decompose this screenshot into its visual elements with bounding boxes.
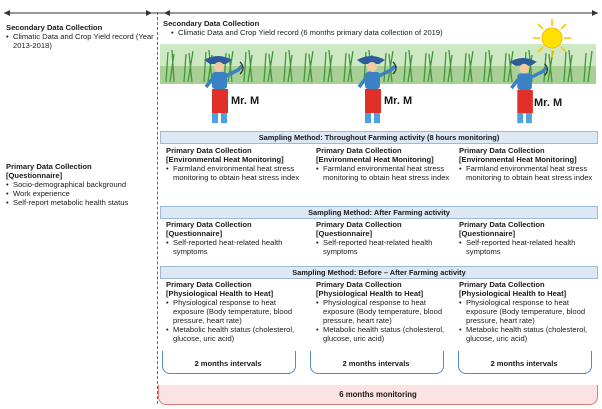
cell-item: Physiological response to heat exposure … bbox=[166, 298, 306, 326]
interval-label: 2 months intervals bbox=[342, 359, 410, 368]
cell-subtitle: [Environmental Heat Monitoring] bbox=[459, 154, 577, 164]
arrow-left-icon bbox=[4, 10, 10, 16]
interval-label: 2 months intervals bbox=[194, 359, 262, 368]
farmer-icon bbox=[204, 56, 244, 123]
farmer-icon bbox=[509, 57, 549, 124]
sun-icon bbox=[533, 19, 571, 57]
farmer-label: Mr. M bbox=[231, 95, 260, 107]
farmer-label: Mr. M bbox=[384, 95, 413, 107]
cell-item: Farmland environmental heat stress monit… bbox=[166, 164, 306, 183]
cell-subtitle: [Environmental Heat Monitoring] bbox=[166, 154, 284, 164]
questionnaire-cell: Primary Data Collection [Questionnaire] … bbox=[166, 220, 306, 257]
cell-subtitle: [Environmental Heat Monitoring] bbox=[316, 154, 434, 164]
left-primary-item: Socio-demographical background bbox=[6, 180, 154, 190]
questionnaire-cell: Primary Data Collection [Questionnaire] … bbox=[316, 220, 456, 257]
cell-title: Primary Data Collection bbox=[316, 146, 402, 155]
interval-brace bbox=[458, 351, 592, 374]
left-secondary-title: Secondary Data Collection bbox=[6, 23, 103, 32]
cell-title: Primary Data Collection bbox=[316, 280, 402, 289]
column-divider bbox=[157, 12, 159, 404]
sampling-banner-throughout: Sampling Method: Throughout Farming acti… bbox=[160, 131, 598, 144]
cell-title: Primary Data Collection bbox=[166, 146, 252, 155]
cell-title: Primary Data Collection bbox=[316, 220, 402, 229]
timeline-arrow bbox=[4, 10, 598, 16]
env-monitoring-cell: Primary Data Collection [Environmental H… bbox=[316, 146, 456, 183]
cell-title: Primary Data Collection bbox=[459, 220, 545, 229]
cell-item: Physiological response to heat exposure … bbox=[316, 298, 456, 326]
cell-item: Metabolic health status (cholesterol, gl… bbox=[316, 325, 456, 344]
sampling-banner-after: Sampling Method: After Farming activity bbox=[160, 206, 598, 219]
env-monitoring-cell: Primary Data Collection [Environmental H… bbox=[166, 146, 306, 183]
left-primary-section: Primary Data Collection [Questionnaire] … bbox=[6, 162, 154, 208]
questionnaire-cell: Primary Data Collection [Questionnaire] … bbox=[459, 220, 599, 257]
cell-title: Primary Data Collection bbox=[166, 280, 252, 289]
interval-brace bbox=[310, 351, 444, 374]
left-primary-title: Primary Data Collection bbox=[6, 162, 92, 171]
cell-item: Metabolic health status (cholesterol, gl… bbox=[166, 325, 306, 344]
env-monitoring-cell: Primary Data Collection [Environmental H… bbox=[459, 146, 599, 183]
interval-label: 2 months intervals bbox=[490, 359, 558, 368]
monitoring-duration-box: 6 months monitoring bbox=[158, 385, 598, 405]
cell-item: Self-reported heat-related health sympto… bbox=[459, 238, 599, 257]
cell-item: Physiological response to heat exposure … bbox=[459, 298, 599, 326]
cell-item: Farmland environmental heat stress monit… bbox=[459, 164, 599, 183]
interval-brace bbox=[162, 351, 296, 374]
farmer-label: Mr. M bbox=[534, 97, 563, 109]
cell-item: Metabolic health status (cholesterol, gl… bbox=[459, 325, 599, 344]
cell-subtitle: [Questionnaire] bbox=[459, 228, 516, 238]
cell-subtitle: [Physiological Health to Heat] bbox=[316, 288, 424, 298]
left-primary-subtitle: [Questionnaire] bbox=[6, 170, 63, 180]
left-secondary-item: Climatic Data and Crop Yield record (Yea… bbox=[6, 32, 154, 51]
cell-title: Primary Data Collection bbox=[459, 146, 545, 155]
left-secondary-section: Secondary Data Collection Climatic Data … bbox=[6, 23, 154, 51]
cell-title: Primary Data Collection bbox=[166, 220, 252, 229]
cell-item: Farmland environmental heat stress monit… bbox=[316, 164, 456, 183]
farmer-icon bbox=[357, 56, 397, 123]
cell-title: Primary Data Collection bbox=[459, 280, 545, 289]
left-primary-item: Work experience bbox=[6, 189, 154, 199]
sampling-banner-before-after: Sampling Method: Before – After Farming … bbox=[160, 266, 598, 279]
right-secondary-item: Climatic Data and Crop Yield record (6 m… bbox=[171, 28, 583, 38]
physiological-cell: Primary Data Collection [Physiological H… bbox=[459, 280, 599, 344]
cell-subtitle: [Questionnaire] bbox=[166, 228, 223, 238]
cell-subtitle: [Questionnaire] bbox=[316, 228, 373, 238]
physiological-cell: Primary Data Collection [Physiological H… bbox=[316, 280, 456, 344]
cell-subtitle: [Physiological Health to Heat] bbox=[166, 288, 274, 298]
cell-item: Self-reported heat-related health sympto… bbox=[316, 238, 456, 257]
right-secondary-title: Secondary Data Collection bbox=[163, 19, 260, 28]
right-secondary-section: Secondary Data Collection Climatic Data … bbox=[163, 19, 583, 38]
physiological-cell: Primary Data Collection [Physiological H… bbox=[166, 280, 306, 344]
cell-item: Self-reported heat-related health sympto… bbox=[166, 238, 306, 257]
arrow-right-icon bbox=[592, 10, 598, 16]
cell-subtitle: [Physiological Health to Heat] bbox=[459, 288, 567, 298]
left-primary-item: Self-report metabolic health status bbox=[6, 198, 154, 208]
